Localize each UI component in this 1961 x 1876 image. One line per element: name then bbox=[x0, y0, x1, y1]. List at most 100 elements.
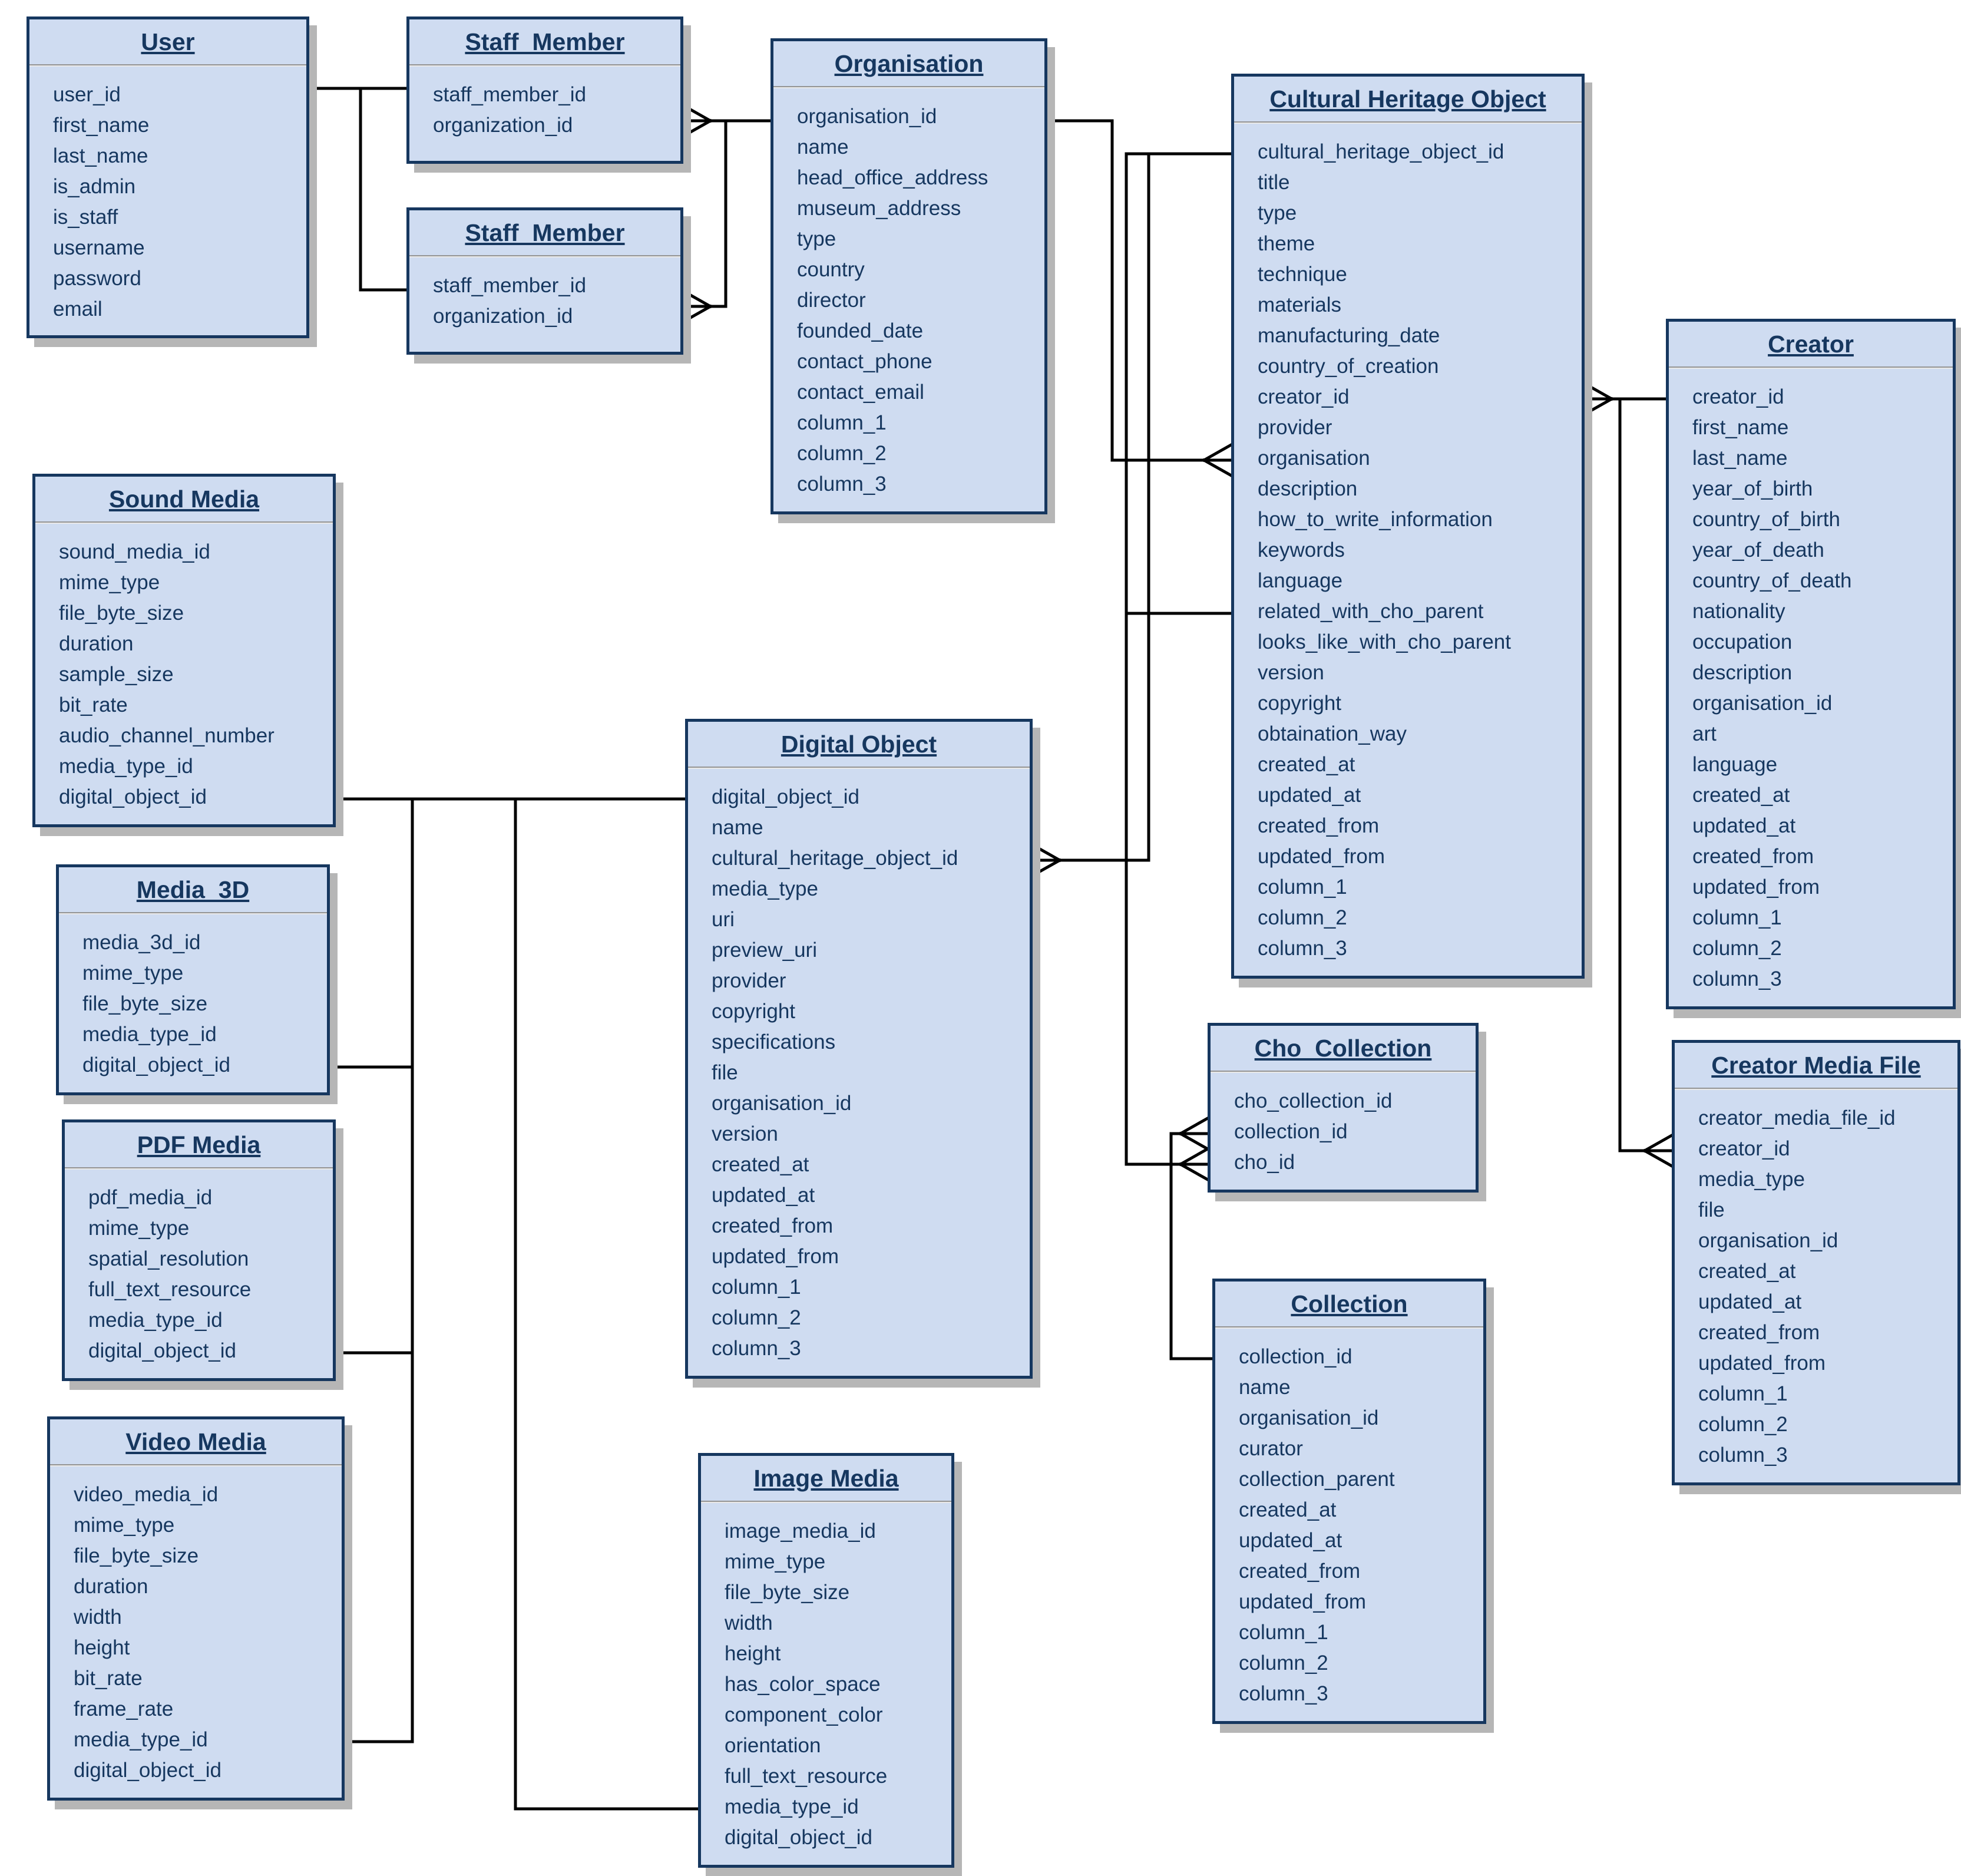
field-sound-media-bit_rate[interactable]: bit_rate bbox=[59, 693, 128, 716]
field-user-is_staff[interactable]: is_staff bbox=[53, 206, 118, 229]
field-creator-media-file-column_2[interactable]: column_2 bbox=[1698, 1413, 1788, 1436]
field-digital-object-file[interactable]: file bbox=[712, 1061, 738, 1084]
field-sound-media-sample_size[interactable]: sample_size bbox=[59, 663, 174, 686]
field-video-media-width[interactable]: width bbox=[74, 1606, 122, 1629]
field-creator-year_of_death[interactable]: year_of_death bbox=[1692, 539, 1824, 562]
field-pdf-media-pdf_media_id[interactable]: pdf_media_id bbox=[88, 1186, 213, 1209]
field-cho-collection-cho_collection_id[interactable]: cho_collection_id bbox=[1234, 1089, 1393, 1112]
field-staff-member-2-organization_id[interactable]: organization_id bbox=[433, 305, 573, 328]
field-video-media-media_type_id[interactable]: media_type_id bbox=[74, 1728, 208, 1751]
field-creator-media-file-updated_from[interactable]: updated_from bbox=[1698, 1352, 1826, 1375]
field-video-media-frame_rate[interactable]: frame_rate bbox=[74, 1697, 174, 1720]
field-digital-object-updated_from[interactable]: updated_from bbox=[712, 1245, 839, 1268]
field-creator-updated_at[interactable]: updated_at bbox=[1692, 814, 1796, 837]
field-digital-object-name[interactable]: name bbox=[712, 816, 763, 839]
field-cultural-heritage-object-created_at[interactable]: created_at bbox=[1258, 753, 1355, 776]
field-collection-created_at[interactable]: created_at bbox=[1239, 1498, 1337, 1521]
field-cultural-heritage-object-technique[interactable]: technique bbox=[1258, 263, 1347, 286]
field-user-first_name[interactable]: first_name bbox=[53, 114, 150, 137]
field-staff-member-2-staff_member_id[interactable]: staff_member_id bbox=[433, 274, 587, 297]
field-creator-organisation_id[interactable]: organisation_id bbox=[1692, 692, 1833, 715]
field-digital-object-copyright[interactable]: copyright bbox=[712, 1000, 796, 1023]
field-video-media-digital_object_id[interactable]: digital_object_id bbox=[74, 1759, 222, 1782]
field-cultural-heritage-object-column_1[interactable]: column_1 bbox=[1258, 876, 1347, 899]
field-media-3d-media_type_id[interactable]: media_type_id bbox=[82, 1023, 217, 1046]
field-creator-column_2[interactable]: column_2 bbox=[1692, 937, 1782, 960]
field-pdf-media-spatial_resolution[interactable]: spatial_resolution bbox=[88, 1247, 249, 1270]
field-cultural-heritage-object-country_of_creation[interactable]: country_of_creation bbox=[1258, 355, 1439, 378]
field-digital-object-updated_at[interactable]: updated_at bbox=[712, 1184, 815, 1207]
field-user-username[interactable]: username bbox=[53, 236, 145, 259]
field-video-media-duration[interactable]: duration bbox=[74, 1575, 148, 1598]
field-digital-object-uri[interactable]: uri bbox=[712, 908, 735, 931]
field-creator-media-file-file[interactable]: file bbox=[1698, 1198, 1725, 1221]
field-organisation-organisation_id[interactable]: organisation_id bbox=[797, 105, 937, 128]
field-cultural-heritage-object-version[interactable]: version bbox=[1258, 661, 1324, 684]
field-cultural-heritage-object-related_with_cho_parent[interactable]: related_with_cho_parent bbox=[1258, 600, 1484, 623]
field-cultural-heritage-object-created_from[interactable]: created_from bbox=[1258, 814, 1380, 837]
field-cultural-heritage-object-looks_like_with_cho_parent[interactable]: looks_like_with_cho_parent bbox=[1258, 630, 1511, 653]
field-creator-media-file-created_at[interactable]: created_at bbox=[1698, 1260, 1796, 1283]
field-digital-object-created_at[interactable]: created_at bbox=[712, 1153, 809, 1176]
field-cultural-heritage-object-organisation[interactable]: organisation bbox=[1258, 447, 1370, 470]
field-creator-country_of_birth[interactable]: country_of_birth bbox=[1692, 508, 1840, 531]
field-sound-media-sound_media_id[interactable]: sound_media_id bbox=[59, 540, 210, 563]
field-creator-country_of_death[interactable]: country_of_death bbox=[1692, 569, 1852, 592]
field-digital-object-version[interactable]: version bbox=[712, 1122, 778, 1145]
field-cho-collection-cho_id[interactable]: cho_id bbox=[1234, 1151, 1295, 1174]
field-cultural-heritage-object-type[interactable]: type bbox=[1258, 202, 1297, 224]
field-cultural-heritage-object-creator_id[interactable]: creator_id bbox=[1258, 385, 1350, 408]
field-staff-member-1-organization_id[interactable]: organization_id bbox=[433, 114, 573, 137]
field-digital-object-column_1[interactable]: column_1 bbox=[712, 1276, 801, 1299]
field-collection-name[interactable]: name bbox=[1239, 1376, 1291, 1399]
field-digital-object-provider[interactable]: provider bbox=[712, 969, 786, 992]
field-organisation-name[interactable]: name bbox=[797, 136, 849, 158]
field-video-media-bit_rate[interactable]: bit_rate bbox=[74, 1667, 143, 1690]
field-collection-collection_id[interactable]: collection_id bbox=[1239, 1345, 1352, 1368]
field-creator-updated_from[interactable]: updated_from bbox=[1692, 876, 1820, 899]
field-digital-object-organisation_id[interactable]: organisation_id bbox=[712, 1092, 852, 1115]
field-user-last_name[interactable]: last_name bbox=[53, 144, 148, 167]
field-sound-media-file_byte_size[interactable]: file_byte_size bbox=[59, 602, 184, 625]
field-cultural-heritage-object-updated_from[interactable]: updated_from bbox=[1258, 845, 1385, 868]
field-organisation-contact_email[interactable]: contact_email bbox=[797, 381, 924, 404]
field-cultural-heritage-object-copyright[interactable]: copyright bbox=[1258, 692, 1342, 715]
field-cultural-heritage-object-title[interactable]: title bbox=[1258, 171, 1290, 194]
field-creator-year_of_birth[interactable]: year_of_birth bbox=[1692, 477, 1813, 500]
field-sound-media-audio_channel_number[interactable]: audio_channel_number bbox=[59, 724, 275, 747]
field-cultural-heritage-object-manufacturing_date[interactable]: manufacturing_date bbox=[1258, 324, 1440, 347]
field-image-media-file_byte_size[interactable]: file_byte_size bbox=[725, 1581, 850, 1604]
field-digital-object-specifications[interactable]: specifications bbox=[712, 1031, 836, 1053]
field-digital-object-cultural_heritage_object_id[interactable]: cultural_heritage_object_id bbox=[712, 847, 958, 870]
field-image-media-component_color[interactable]: component_color bbox=[725, 1703, 883, 1726]
field-cultural-heritage-object-theme[interactable]: theme bbox=[1258, 232, 1315, 255]
field-pdf-media-media_type_id[interactable]: media_type_id bbox=[88, 1309, 223, 1332]
field-creator-media-file-creator_id[interactable]: creator_id bbox=[1698, 1137, 1790, 1160]
field-organisation-column_3[interactable]: column_3 bbox=[797, 473, 887, 496]
field-creator-last_name[interactable]: last_name bbox=[1692, 447, 1788, 470]
field-digital-object-preview_uri[interactable]: preview_uri bbox=[712, 939, 817, 962]
field-creator-first_name[interactable]: first_name bbox=[1692, 416, 1789, 439]
field-creator-media-file-column_1[interactable]: column_1 bbox=[1698, 1382, 1788, 1405]
field-cultural-heritage-object-cultural_heritage_object_id[interactable]: cultural_heritage_object_id bbox=[1258, 140, 1504, 163]
field-creator-media-file-updated_at[interactable]: updated_at bbox=[1698, 1290, 1802, 1313]
field-media-3d-digital_object_id[interactable]: digital_object_id bbox=[82, 1053, 231, 1076]
field-cultural-heritage-object-column_3[interactable]: column_3 bbox=[1258, 937, 1347, 960]
field-collection-collection_parent[interactable]: collection_parent bbox=[1239, 1468, 1395, 1491]
field-creator-occupation[interactable]: occupation bbox=[1692, 630, 1793, 653]
field-organisation-head_office_address[interactable]: head_office_address bbox=[797, 166, 988, 189]
field-collection-created_from[interactable]: created_from bbox=[1239, 1560, 1361, 1583]
field-collection-curator[interactable]: curator bbox=[1239, 1437, 1303, 1460]
field-organisation-contact_phone[interactable]: contact_phone bbox=[797, 350, 932, 373]
field-collection-column_2[interactable]: column_2 bbox=[1239, 1652, 1328, 1674]
field-user-is_admin[interactable]: is_admin bbox=[53, 175, 136, 198]
field-user-email[interactable]: email bbox=[53, 298, 102, 321]
